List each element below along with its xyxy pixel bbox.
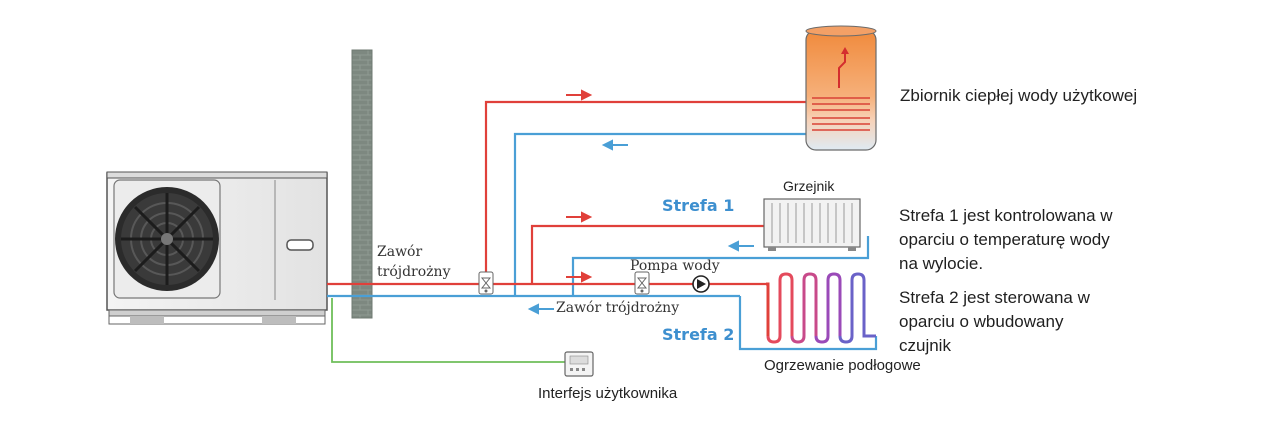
zone1-description-line: Strefa 1 jest kontrolowana w	[899, 206, 1113, 225]
zone2-label: Strefa 2	[662, 325, 735, 344]
flow-arrows	[527, 89, 754, 315]
radiator	[763, 198, 861, 251]
return-pipes	[327, 132, 878, 351]
zone1-label: Strefa 1	[662, 196, 735, 215]
zone1-description-line: oparciu o temperaturę wody	[899, 230, 1110, 249]
three-way-valve-icon	[478, 271, 494, 295]
wall	[351, 49, 373, 319]
zone2-description-line: czujnik	[899, 336, 951, 355]
valve-lower-label: Zawór trójdrożny	[556, 300, 680, 316]
user-interface-label: Interfejs użytkownika	[538, 385, 678, 402]
zone1-description: Strefa 1 jest kontrolowana w oparciu o t…	[899, 204, 1113, 276]
handle-icon	[286, 239, 314, 251]
zone1-description-line: na wylocie.	[899, 254, 984, 273]
three-way-valve-lower-icon	[634, 271, 650, 295]
zone2-description-line: oparciu o wbudowany	[899, 312, 1064, 331]
fan-icon	[115, 187, 219, 291]
zone2-description-line: Strefa 2 jest sterowana w	[899, 288, 1090, 307]
pump-label: Pompa wody	[630, 258, 720, 274]
floor-heating-coil	[766, 272, 876, 344]
heat-pump-unit	[106, 171, 328, 325]
radiator-label: Grzejnik	[783, 178, 835, 194]
floor-heating-label: Ogrzewanie podłogowe	[764, 357, 921, 374]
valve-wall-label-line2: trójdrożny	[377, 264, 451, 280]
heating-element-icon	[838, 47, 849, 88]
hot-water-tank	[805, 25, 877, 151]
valve-wall-label-line1: Zawór	[377, 244, 423, 260]
tank-label: Zbiornik ciepłej wody użytkowej	[900, 86, 1138, 105]
pump-icon	[692, 275, 710, 293]
control-wire	[331, 298, 565, 363]
zone2-description: Strefa 2 jest sterowana w oparciu o wbud…	[899, 286, 1090, 358]
controller-icon	[564, 351, 594, 377]
